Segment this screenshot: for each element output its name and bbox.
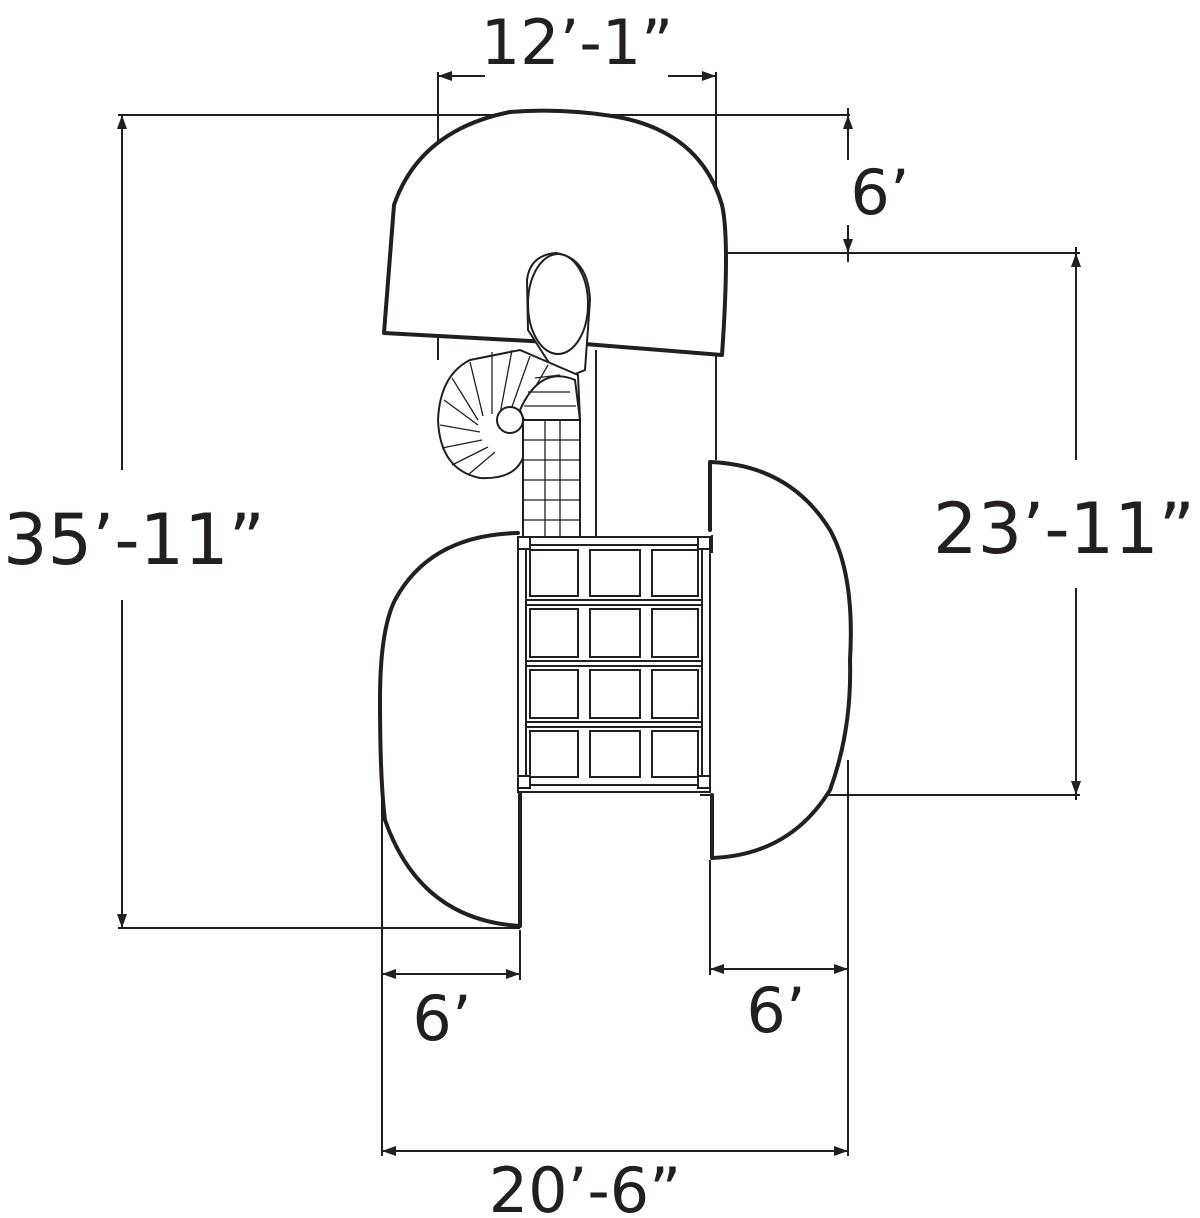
dim-overall-height: 35’-11” (3, 499, 265, 581)
dim-overall-width: 20’-6” (489, 1154, 682, 1218)
left-curved-panel (378, 531, 522, 928)
deck-grid-cells (529, 549, 699, 778)
dimension-lines (117, 71, 1081, 1156)
dim-top-width: 12’-1” (481, 6, 674, 79)
right-curved-panel (708, 460, 853, 860)
dim-bottom-left-offset: 6’ (412, 982, 471, 1055)
center-deck (517, 535, 713, 793)
top-canopy-outline (382, 108, 728, 357)
slide-entry (525, 251, 592, 382)
spiral-slide (436, 348, 582, 546)
dim-bottom-right-offset: 6’ (746, 974, 805, 1047)
dim-top-offset: 6’ (850, 156, 909, 229)
dim-right-height: 23’-11” (933, 488, 1195, 570)
